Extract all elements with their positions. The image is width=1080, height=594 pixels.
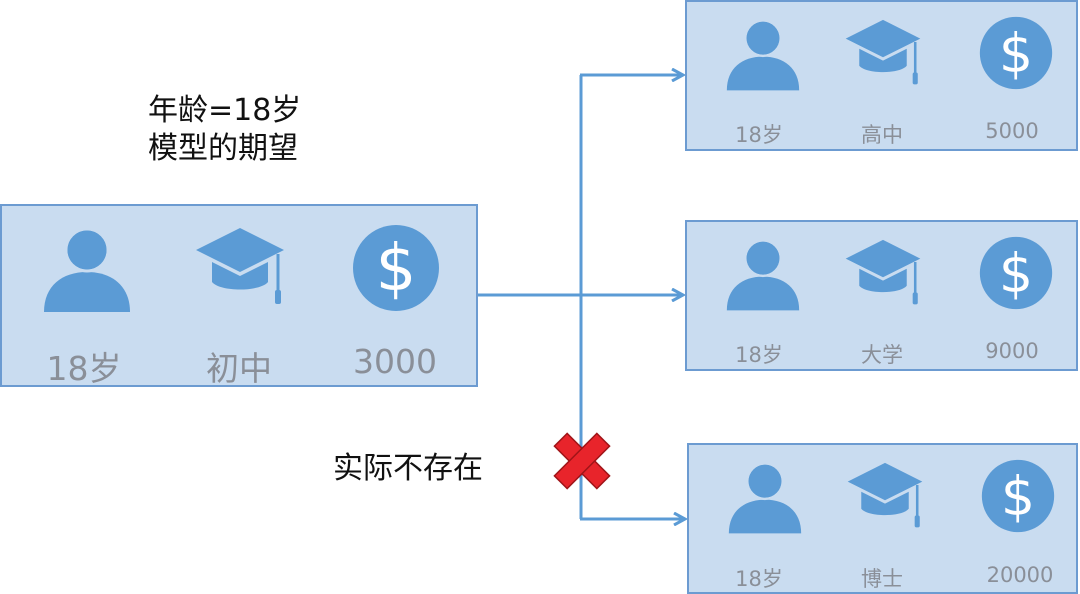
person-icon [727, 461, 803, 535]
dollar-coin-icon: $ [979, 236, 1053, 310]
person-icon [725, 18, 801, 92]
target-2-age-label: 18岁 [735, 343, 783, 367]
person-icon [725, 238, 801, 312]
source-age-label: 18岁 [46, 349, 122, 388]
target-3-education-label: 博士 [861, 567, 903, 591]
graduation-cap-icon [194, 226, 286, 308]
graduation-cap-icon [844, 238, 922, 308]
not-exist-note: 实际不存在 [333, 451, 483, 486]
target-card-high-school: $ 18岁 高中 5000 [685, 0, 1078, 151]
target-3-income-label: 20000 [986, 563, 1054, 587]
diagram-title: 年龄=18岁 模型的期望 [148, 92, 301, 168]
target-card-doctorate: $ 18岁 博士 20000 [687, 443, 1078, 594]
svg-text:$: $ [1001, 465, 1035, 528]
source-income-label: 3000 [353, 342, 437, 381]
target-1-age-label: 18岁 [735, 123, 783, 147]
target-2-education-label: 大学 [861, 343, 903, 367]
source-card: $ 18岁 初中 3000 [0, 204, 478, 388]
target-2-income-label: 9000 [985, 339, 1039, 363]
title-line-expectation: 模型的期望 [148, 131, 298, 166]
target-1-income-label: 5000 [985, 119, 1039, 143]
source-education-label: 初中 [206, 349, 272, 388]
target-card-university: $ 18岁 大学 9000 [685, 220, 1078, 371]
dollar-coin-icon: $ [352, 224, 440, 312]
svg-text:$: $ [999, 242, 1033, 305]
target-1-education-label: 高中 [861, 123, 903, 147]
graduation-cap-icon [844, 18, 922, 88]
target-3-age-label: 18岁 [735, 567, 783, 591]
svg-text:$: $ [999, 22, 1033, 85]
cross-icon [553, 432, 611, 490]
title-line-age: 年龄=18岁 [148, 93, 302, 128]
graduation-cap-icon [846, 461, 924, 531]
dollar-coin-icon: $ [981, 459, 1055, 533]
dollar-coin-icon: $ [979, 16, 1053, 90]
person-icon [42, 226, 132, 314]
svg-text:$: $ [376, 232, 417, 306]
